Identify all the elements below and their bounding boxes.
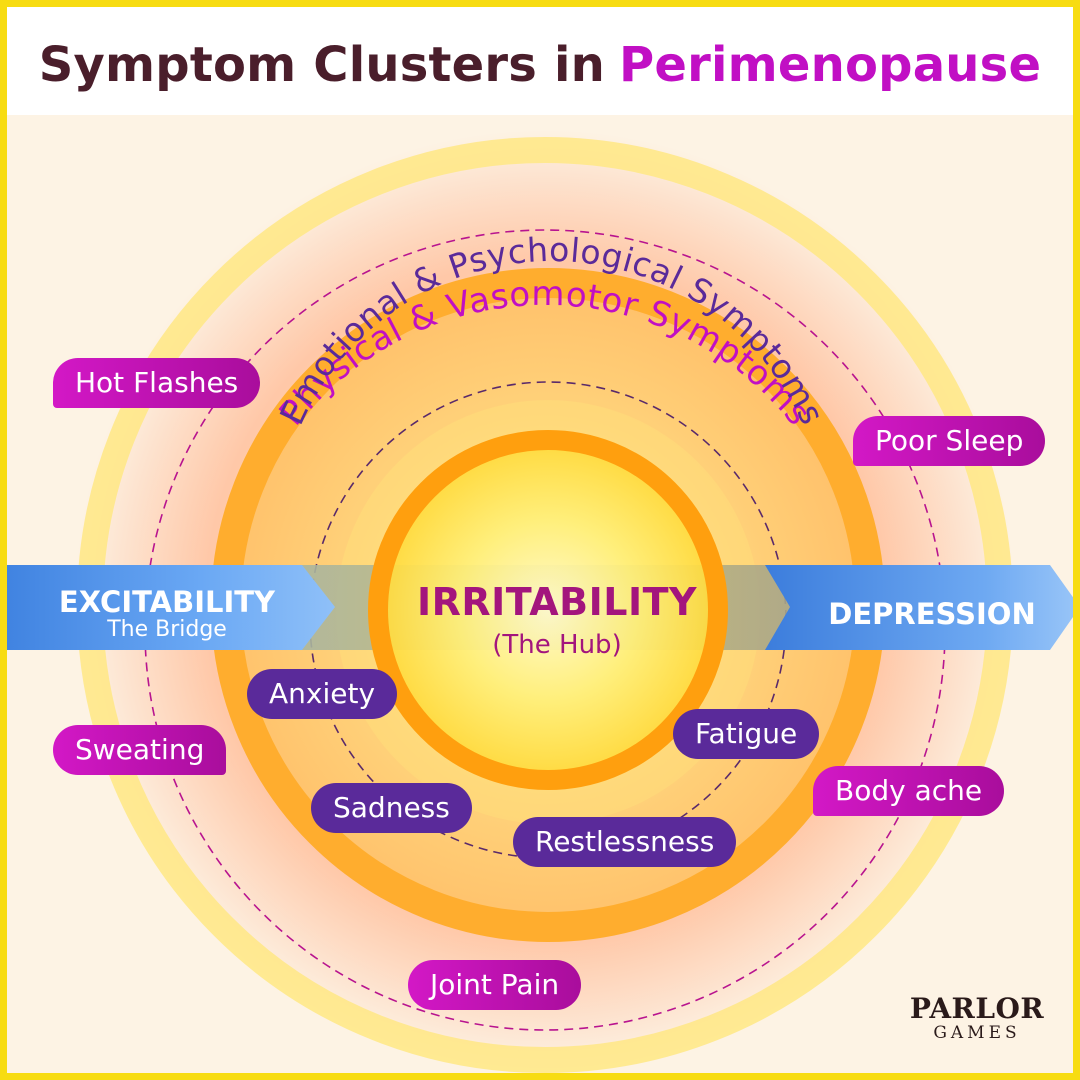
hub-subtitle: (The Hub) (492, 630, 622, 660)
symptom-pill-sadness: Sadness (311, 783, 472, 833)
excitability-label: EXCITABILITY The Bridge (37, 585, 297, 642)
page-title-accent: Perimenopause (618, 36, 1042, 93)
hub-ring (368, 430, 728, 790)
symptom-pill-restlessness: Restlessness (513, 817, 737, 867)
brand-subname: GAMES (933, 1023, 1021, 1043)
title-bar: Symptom Clusters in Perimenopause (7, 7, 1073, 122)
brand-name: PARLOR (909, 992, 1045, 1025)
symptom-pill-poor-sleep: Poor Sleep (853, 416, 1046, 466)
symptom-pill-fatigue: Fatigue (673, 709, 820, 759)
excitability-title: EXCITABILITY (58, 585, 276, 619)
excitability-subtitle: The Bridge (107, 617, 227, 642)
depression-arrow (765, 565, 1073, 650)
brand-logo: PARLOR GAMES (907, 992, 1047, 1043)
excitability-arrow (7, 565, 335, 650)
hub-core (378, 440, 718, 780)
symptom-pill-body-ache: Body ache (813, 766, 1005, 816)
symptom-pill-hot-flashes: Hot Flashes (53, 358, 261, 408)
page-title: Symptom Clusters in (38, 36, 605, 93)
symptom-pill-sweating: Sweating (53, 725, 227, 775)
symptom-pill-joint-pain: Joint Pain (408, 960, 582, 1010)
depression-title: DEPRESSION (828, 597, 1036, 631)
hub-title: IRRITABILITY (416, 580, 698, 624)
depression-label: DEPRESSION (802, 597, 1062, 631)
symptom-pill-anxiety: Anxiety (247, 669, 398, 719)
